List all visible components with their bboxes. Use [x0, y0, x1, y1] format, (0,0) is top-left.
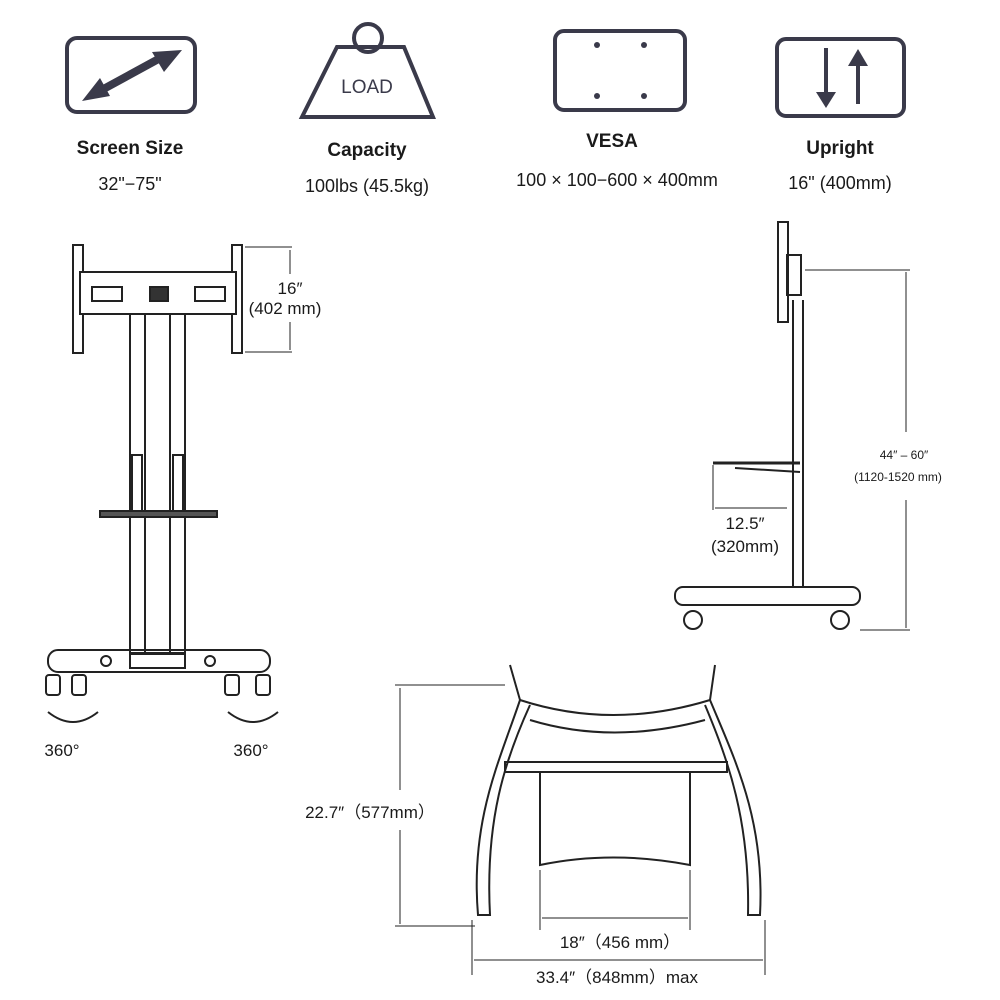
up-down-arrows-icon — [775, 37, 906, 118]
shelf-depth: 12.5″ — [725, 514, 764, 533]
spec-value-upright: 16" (400mm) — [788, 173, 891, 193]
caster-rotation-right: 360° — [233, 741, 268, 760]
base-outer-width: 33.4″（848mm）max — [536, 968, 698, 987]
spec-label-screen-size: Screen Size — [77, 138, 184, 159]
side-height-range-mm: (1120-1520 mm) — [854, 470, 942, 484]
spec-value-capacity: 100lbs (45.5kg) — [305, 176, 429, 196]
front-bracket-height: 16″ — [278, 279, 303, 298]
front-bracket-height-mm: (402 mm) — [249, 299, 322, 318]
load-weight-icon: LOAD — [298, 22, 436, 119]
base-depth: 22.7″（577mm） — [305, 803, 435, 822]
side-view-drawing — [674, 221, 910, 631]
spec-label-vesa: VESA — [586, 131, 638, 152]
base-inner-width: 18″（456 mm） — [560, 933, 680, 952]
front-view-drawing — [45, 244, 292, 723]
vesa-plate-icon — [553, 29, 687, 112]
base-view-drawing — [395, 664, 766, 975]
load-icon-text: LOAD — [341, 77, 393, 98]
spec-label-upright: Upright — [806, 138, 874, 159]
shelf-depth-mm: (320mm) — [711, 537, 779, 556]
diagonal-arrow-icon — [65, 36, 197, 114]
spec-value-vesa: 100 × 100−600 × 400mm — [516, 170, 718, 190]
caster-rotation-left: 360° — [44, 741, 79, 760]
spec-label-capacity: Capacity — [327, 140, 407, 161]
spec-value-screen-size: 32"−75" — [98, 174, 161, 194]
side-height-range: 44″ – 60″ — [880, 448, 929, 462]
